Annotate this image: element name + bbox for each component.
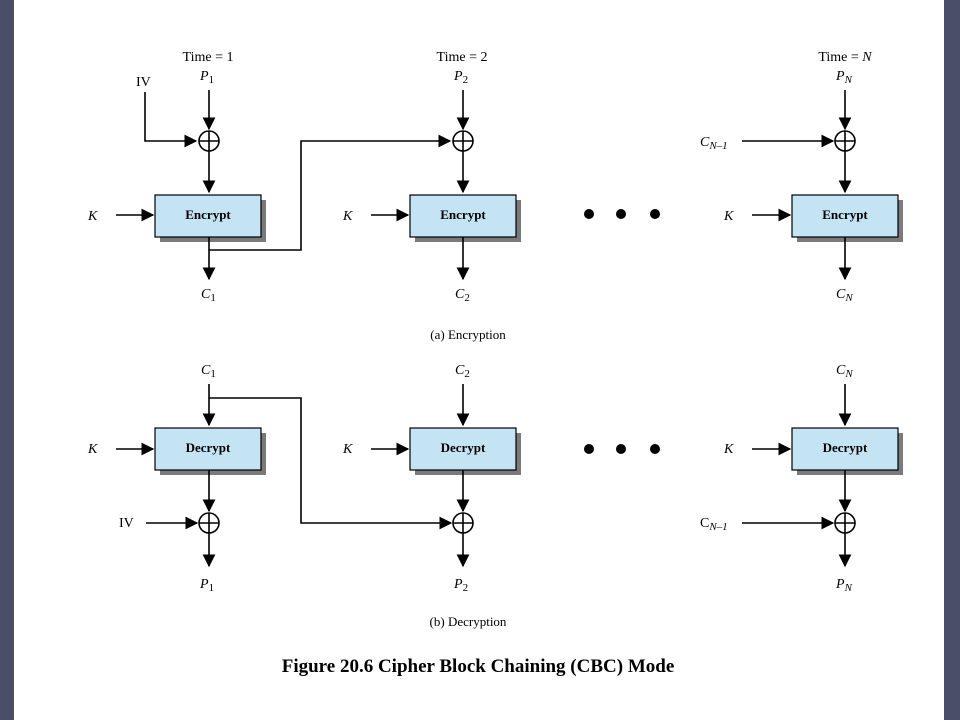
dec-xor-n-icon — [834, 512, 856, 534]
encrypt-box-n: Encrypt — [791, 194, 903, 242]
dec-output-p1: P1 — [199, 577, 214, 594]
enc-ellipsis — [584, 209, 660, 219]
enc-chain-c1-arrow — [209, 134, 452, 251]
enc-key-1: K — [87, 209, 98, 224]
decrypt-box-n: Decrypt — [791, 427, 903, 475]
enc-xor-1-icon — [198, 130, 220, 152]
dec-ellipsis — [584, 444, 660, 454]
dec-input-c1: C1 — [201, 363, 216, 380]
encrypt-box-1: Encrypt — [154, 194, 266, 242]
encryption-diagram: Time = 1 Time = 2 Time = N P1 P2 PN IV — [87, 50, 903, 342]
dec-iv-label: IV — [119, 516, 134, 531]
enc-output-c2: C2 — [455, 287, 470, 304]
enc-xor-2-icon — [452, 130, 474, 152]
time-label-n: Time = N — [818, 50, 872, 65]
enc-chain-in-label: CN–1 — [700, 135, 728, 152]
svg-text:Decrypt: Decrypt — [823, 440, 868, 455]
enc-input-pn: PN — [835, 69, 853, 86]
enc-output-cn: CN — [836, 287, 853, 304]
slide: Time = 1 Time = 2 Time = N P1 P2 PN IV — [14, 0, 944, 720]
decrypt-box-2: Decrypt — [409, 427, 521, 475]
dec-key-n: K — [723, 442, 734, 457]
dec-chain-c1-arrow — [209, 397, 453, 530]
time-label-1: Time = 1 — [183, 50, 234, 65]
dec-input-c2: C2 — [455, 363, 470, 380]
enc-iv-label: IV — [136, 75, 151, 90]
encrypt-box-2: Encrypt — [409, 194, 521, 242]
enc-key-2: K — [342, 209, 353, 224]
dec-input-cn: CN — [836, 363, 853, 380]
figure-title: Figure 20.6 Cipher Block Chaining (CBC) … — [282, 656, 675, 677]
enc-xor-n-icon — [834, 130, 856, 152]
time-label-2: Time = 2 — [437, 50, 488, 65]
enc-key-n: K — [723, 209, 734, 224]
dec-chain-in-label: CN–1 — [700, 516, 728, 533]
enc-output-c1: C1 — [201, 287, 216, 304]
enc-input-p2: P2 — [453, 69, 468, 86]
encryption-caption: (a) Encryption — [430, 327, 506, 342]
svg-text:Encrypt: Encrypt — [822, 207, 868, 222]
dec-xor-1-icon — [198, 512, 220, 534]
decryption-diagram: C1 C2 CN Decrypt Decrypt Decrypt K K K — [87, 363, 903, 629]
dec-key-2: K — [342, 442, 353, 457]
decryption-caption: (b) Decryption — [430, 614, 507, 629]
svg-text:Decrypt: Decrypt — [441, 440, 486, 455]
dec-xor-2-icon — [452, 512, 474, 534]
dec-key-1: K — [87, 442, 98, 457]
dec-output-p2: P2 — [453, 577, 468, 594]
svg-text:Encrypt: Encrypt — [185, 207, 231, 222]
dec-output-pn: PN — [835, 577, 853, 594]
cbc-diagram: Time = 1 Time = 2 Time = N P1 P2 PN IV — [87, 50, 903, 677]
enc-input-p1: P1 — [199, 69, 214, 86]
decrypt-box-1: Decrypt — [154, 427, 266, 475]
svg-text:Decrypt: Decrypt — [186, 440, 231, 455]
enc-iv-arrow — [144, 92, 198, 148]
svg-text:Encrypt: Encrypt — [440, 207, 486, 222]
